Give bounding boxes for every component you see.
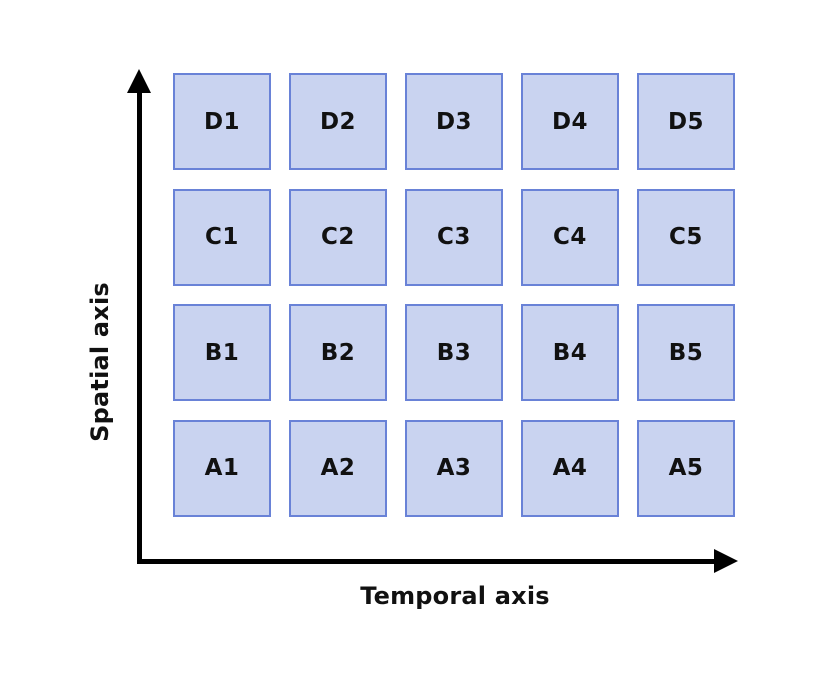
- grid-cell-c1: C1: [173, 188, 271, 286]
- grid-cell-c5: C5: [637, 188, 735, 286]
- grid-cell-c2: C2: [289, 188, 387, 286]
- grid-cell-b5: B5: [637, 304, 735, 401]
- grid-cell-d4: D4: [521, 73, 619, 170]
- grid-cell-c3: C3: [405, 188, 503, 286]
- y-axis-label: Spatial axis: [86, 282, 114, 442]
- y-axis-arrowhead-icon: [127, 69, 151, 93]
- x-axis-line: [137, 559, 716, 564]
- grid-cell-a3: A3: [405, 419, 503, 517]
- grid-cell-c4: C4: [521, 188, 619, 286]
- grid-cell-a5: A5: [637, 419, 735, 517]
- grid-cell-d5: D5: [637, 73, 735, 170]
- x-axis-label: Temporal axis: [360, 582, 550, 610]
- grid-cell-b1: B1: [173, 304, 271, 401]
- cell-grid: D1 D2 D3 D4 D5 C1 C2 C3 C4 C5 B1 B2 B3 B…: [173, 73, 735, 517]
- x-axis-arrowhead-icon: [714, 549, 738, 573]
- grid-cell-d2: D2: [289, 73, 387, 170]
- grid-cell-a1: A1: [173, 419, 271, 517]
- grid-cell-a2: A2: [289, 419, 387, 517]
- y-axis-line: [137, 75, 142, 564]
- grid-cell-d3: D3: [405, 73, 503, 170]
- grid-cell-b2: B2: [289, 304, 387, 401]
- grid-cell-d1: D1: [173, 73, 271, 170]
- grid-cell-b3: B3: [405, 304, 503, 401]
- grid-cell-a4: A4: [521, 419, 619, 517]
- grid-cell-b4: B4: [521, 304, 619, 401]
